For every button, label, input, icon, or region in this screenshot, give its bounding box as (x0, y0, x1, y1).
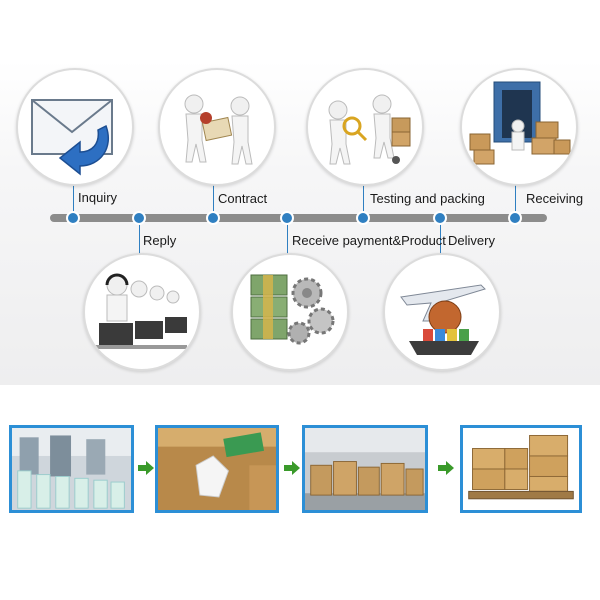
label-receiving: Receiving (526, 191, 584, 206)
node-delivery (433, 211, 447, 225)
label-inquiry: Inquiry (78, 190, 118, 205)
label-testing-packing: Testing and packing (370, 191, 485, 206)
node-testing (356, 211, 370, 225)
factory-production-photo (9, 425, 134, 513)
gloved-hand-packing-photo (155, 425, 279, 513)
node-reply (132, 211, 146, 225)
envelope-reply-icon (16, 68, 134, 186)
node-contract (206, 211, 220, 225)
handshake-contract-icon (158, 68, 276, 186)
stem-delivery (440, 218, 441, 254)
label-delivery: Delivery (448, 233, 495, 248)
label-receive-payment: Receive payment&Product (292, 233, 446, 248)
airplane-ship-icon (383, 253, 501, 371)
testing-packing-icon (306, 68, 424, 186)
palletized-cartons-photo (460, 425, 582, 513)
stem-contract (213, 180, 214, 218)
label-contract: Contract (218, 191, 268, 206)
stem-testing (363, 180, 364, 218)
warehouse-boxes-photo (302, 425, 428, 513)
container-unloading-icon (460, 68, 578, 186)
label-reply: Reply (143, 233, 177, 248)
arrow-right-icon (438, 461, 454, 475)
node-inquiry (66, 211, 80, 225)
money-gears-icon (231, 253, 349, 371)
stem-reply (139, 218, 140, 254)
arrow-right-icon (284, 461, 300, 475)
timeline-bar (50, 214, 547, 222)
arrow-right-icon (138, 461, 154, 475)
stem-payment (287, 218, 288, 254)
stem-receiving (515, 180, 516, 218)
node-receiving (508, 211, 522, 225)
call-center-icon (83, 253, 201, 371)
stem-inquiry (73, 180, 74, 218)
node-payment (280, 211, 294, 225)
